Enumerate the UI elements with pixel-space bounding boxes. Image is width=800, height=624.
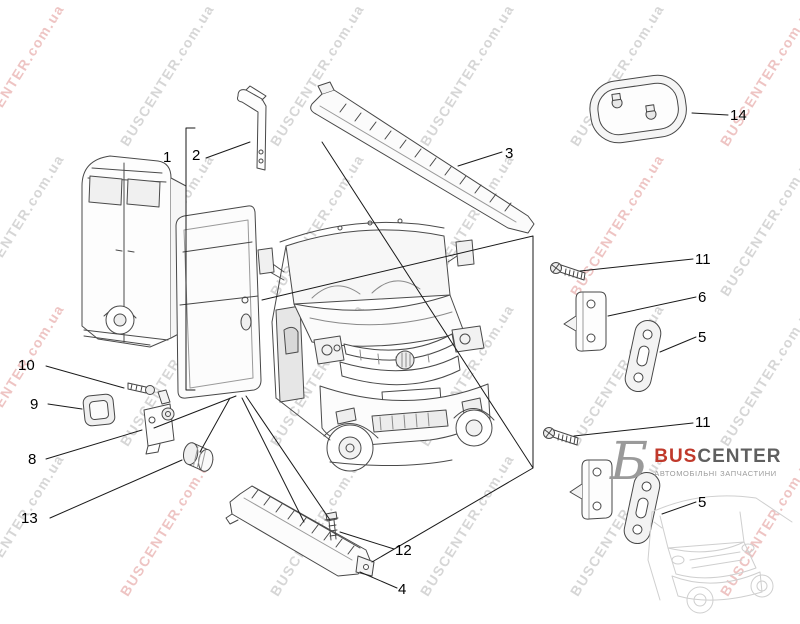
buscenter-logo-glyph: Б xyxy=(610,432,649,492)
buscenter-logo: Б BUSCENTER АВТОМОБІЛЬНІ ЗАПЧАСТИНИ xyxy=(610,436,781,488)
logo-brand: BUSCENTER xyxy=(654,445,782,467)
door-pillar-rail xyxy=(237,85,267,171)
logo-subtitle: АВТОМОБІЛЬНІ ЗАПЧАСТИНИ xyxy=(654,468,777,478)
oval-access-panel xyxy=(589,74,687,144)
roller xyxy=(182,442,214,472)
door-hinge xyxy=(143,389,175,455)
sliding-door-panel xyxy=(175,205,262,399)
van-rear-sketch xyxy=(81,155,187,348)
ghost-van-sketch xyxy=(647,495,793,614)
end-plug xyxy=(82,393,116,427)
buscenter-logo-text: BUSCENTER АВТОМОБІЛЬНІ ЗАПЧАСТИНИ xyxy=(654,445,782,478)
logo-brand-center: CENTER xyxy=(697,445,782,467)
striker-bracket-upper xyxy=(563,291,607,352)
screw-left xyxy=(127,382,155,395)
screw-lower xyxy=(543,427,579,446)
step-sill xyxy=(225,485,375,577)
oval-plate-upper xyxy=(622,317,664,395)
striker-bracket-lower xyxy=(569,459,613,520)
van-front-sketch xyxy=(257,218,495,472)
roof-side-rail xyxy=(310,81,535,234)
leader-lines xyxy=(45,112,729,589)
logo-brand-bus: BUS xyxy=(654,445,698,467)
